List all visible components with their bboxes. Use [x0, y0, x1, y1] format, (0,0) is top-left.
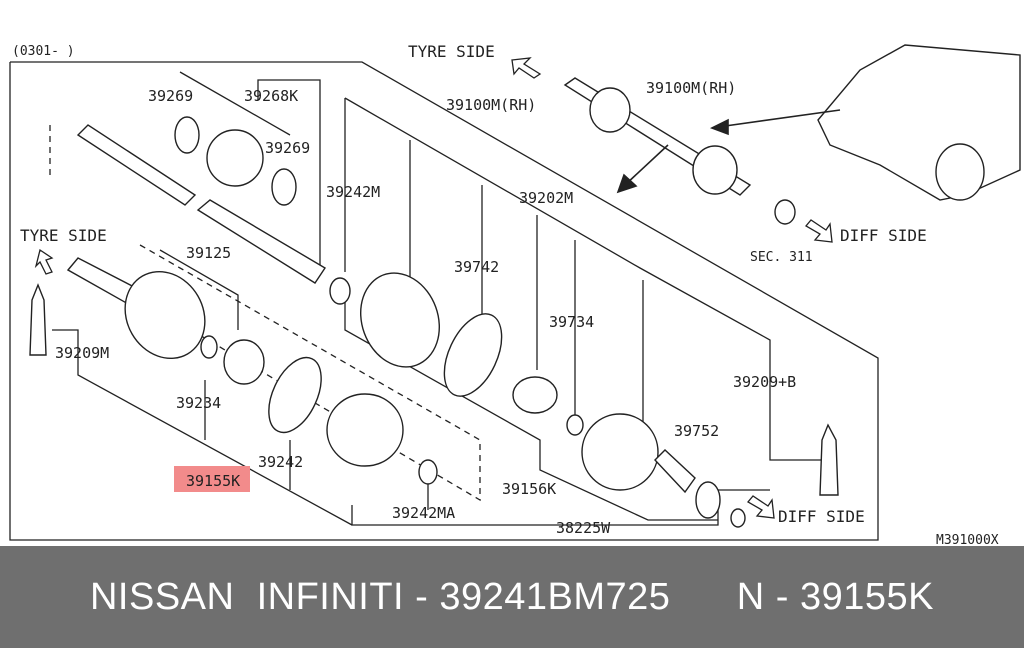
boot-39268k	[206, 129, 264, 187]
pointer-arrowhead-2	[616, 173, 638, 194]
grease-39209b	[819, 423, 839, 496]
part-39268k: 39268K	[244, 87, 298, 105]
seal-39752	[695, 481, 721, 519]
part-39100m-rh-main: 39100M(RH)	[446, 96, 536, 114]
part-39156k: 39156K	[502, 480, 556, 498]
ring-39269-a	[174, 116, 200, 154]
outer-joint-housing	[124, 270, 206, 360]
part-39242: 39242	[258, 453, 303, 471]
leader-39268k	[257, 79, 321, 265]
inner-joint-housing	[581, 413, 659, 491]
corner-code: (0301- )	[12, 44, 75, 59]
grease-39209m	[29, 283, 47, 356]
part-39209b: 39209+B	[733, 373, 796, 391]
inner-stub	[654, 449, 696, 494]
footer-caption: NISSAN INFINITI - 39241BM725 N - 39155K	[89, 575, 935, 618]
tyre-side-arrow-top	[511, 57, 542, 79]
vehicle-illustration	[817, 44, 1021, 201]
part-39269-a: 39269	[148, 87, 193, 105]
inner-boot	[359, 272, 441, 368]
part-39742: 39742	[454, 258, 499, 276]
part-39155k: 39155K	[186, 472, 240, 490]
vehicle-wheel	[935, 143, 985, 201]
part-39734: 39734	[549, 313, 594, 331]
diff-side-bottom-label: DIFF SIDE	[778, 507, 865, 526]
clamp-39242m	[329, 277, 351, 305]
bearing-39125	[223, 339, 265, 385]
footer-banner: NISSAN INFINITI - 39241BM725 N - 39155K	[0, 546, 1024, 648]
diff-side-arrow-bottom	[747, 495, 775, 519]
part-39100m-rh-top: 39100M(RH)	[646, 79, 736, 97]
clamp-39242ma	[418, 459, 438, 485]
part-39234: 39234	[176, 394, 221, 412]
snap-ring-39734	[566, 414, 584, 436]
band-39742	[443, 313, 503, 397]
part-39242ma: 39242MA	[392, 504, 455, 522]
pointer-line-2	[624, 144, 669, 186]
highlight-39155k	[174, 466, 250, 492]
pointer-arrowhead	[710, 118, 729, 136]
figure-code: M391000X	[936, 533, 999, 546]
band-39242	[268, 356, 322, 434]
tyre-side-arrow-left	[34, 248, 54, 275]
axle-shaft-upper	[76, 124, 197, 206]
part-39125: 39125	[186, 244, 231, 262]
boot-39241	[326, 393, 404, 467]
leader-main-diagonal	[344, 97, 822, 461]
leader-39269	[179, 71, 291, 136]
part-39752: 39752	[674, 422, 719, 440]
ring-39269-b	[271, 168, 297, 206]
diff-side-arrow-right	[805, 219, 833, 243]
leader-39209m	[52, 329, 353, 526]
assembly-outer-boot	[589, 87, 631, 133]
leader-39125-box	[159, 249, 239, 330]
leader-38225w	[351, 489, 770, 526]
tyre-side-top-label: TYRE SIDE	[408, 42, 495, 61]
part-38225w: 38225W	[556, 519, 611, 537]
seal-small	[730, 508, 746, 528]
diff-side-right-label: DIFF SIDE	[840, 226, 927, 245]
assembly-inner-boot	[692, 145, 738, 195]
part-39269-b: 39269	[265, 139, 310, 157]
axle-shaft-lower	[196, 199, 326, 284]
leader-39156k	[344, 300, 718, 521]
part-39202m: 39202M	[519, 189, 573, 207]
frame-outline	[9, 61, 879, 541]
part-39242m: 39242M	[326, 183, 380, 201]
exploded-view: (0301- ) M391000X TYRE SIDE TYRE SIDE DI…	[9, 42, 1021, 548]
pointer-line	[717, 109, 841, 128]
joint-ring	[200, 335, 218, 359]
assembly-seal	[774, 199, 796, 225]
tyre-side-left-label: TYRE SIDE	[20, 226, 107, 245]
part-39209m: 39209M	[55, 344, 109, 362]
sec-label: SEC. 311	[750, 250, 813, 265]
parts-diagram: (0301- ) M391000X TYRE SIDE TYRE SIDE DI…	[9, 42, 1021, 548]
spider-39202m	[512, 376, 558, 414]
